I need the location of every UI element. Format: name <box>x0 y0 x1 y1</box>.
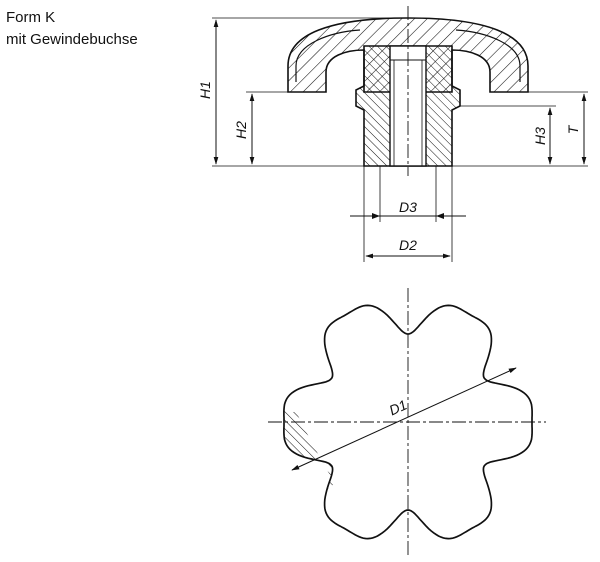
dim-d1-label: D1 <box>387 396 410 418</box>
dim-h3-label: H3 <box>532 127 548 145</box>
section-lobe-hatch <box>283 411 335 491</box>
top-view: D1 <box>268 288 546 556</box>
dim-h2-label: H2 <box>233 121 249 139</box>
dim-h1-label: H1 <box>197 81 213 99</box>
dim-d1-line <box>291 367 517 471</box>
dim-t-label: T <box>565 124 581 134</box>
side-section-view: H1 H2 H3 T D3 D2 <box>197 6 588 262</box>
dim-d3-label: D3 <box>399 199 417 215</box>
dim-d2-label: D2 <box>399 237 417 253</box>
caption-form: Form K <box>6 9 56 26</box>
caption-variant: mit Gewindebuchse <box>6 31 138 48</box>
